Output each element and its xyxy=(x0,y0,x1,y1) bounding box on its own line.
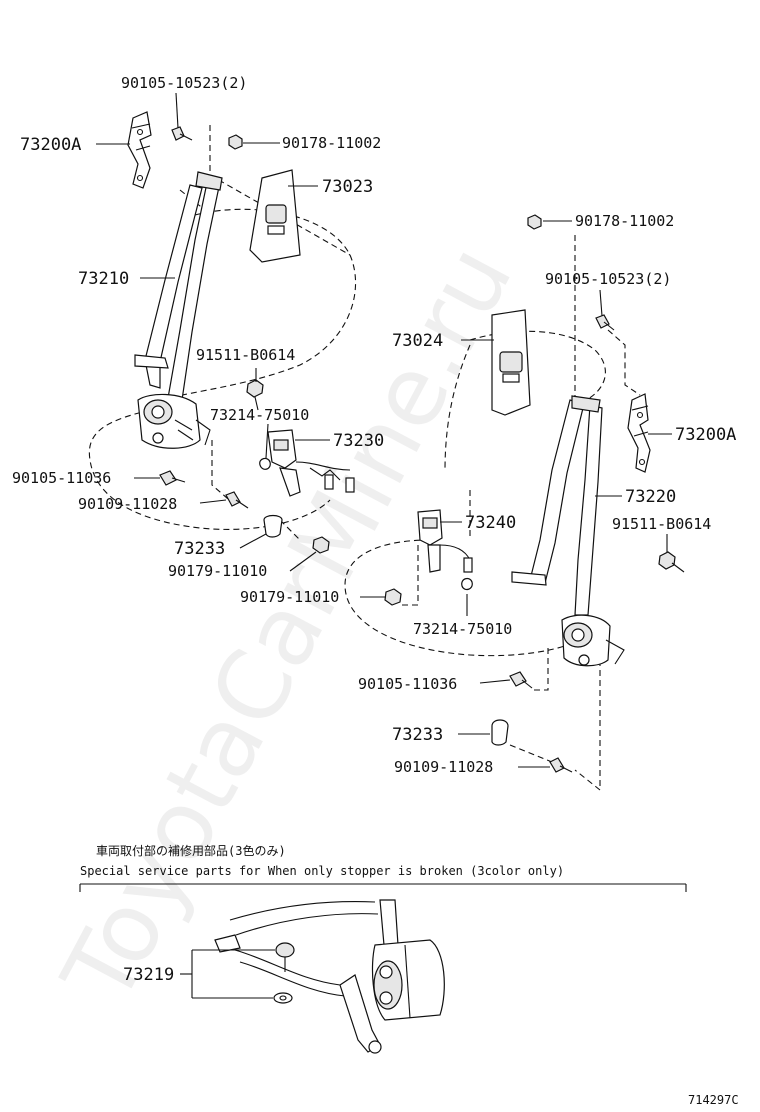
right-pillar-cover-73024[interactable] xyxy=(491,309,531,416)
right-bolt-90105-10523[interactable] xyxy=(595,314,615,331)
label-90179-11010-right: 90179-11010 xyxy=(240,588,339,606)
left-belt-assembly-73210[interactable] xyxy=(134,171,223,449)
label-73220: 73220 xyxy=(625,487,676,507)
right-washer-73214-75010[interactable] xyxy=(461,577,473,591)
label-73210: 73210 xyxy=(78,269,129,289)
left-nut-90178-11002[interactable] xyxy=(228,134,243,150)
label-73200A-right: 73200A xyxy=(675,425,736,445)
special-parts-note-english: Special service parts for When only stop… xyxy=(80,864,564,878)
special-parts-note-japanese: 車両取付部の補修用部品(3色のみ) xyxy=(96,843,286,858)
label-73240: 73240 xyxy=(465,513,516,533)
label-73219-leader xyxy=(180,949,275,999)
right-belt-assembly-73220[interactable] xyxy=(511,395,625,667)
label-90109-11028-right: 90109-11028 xyxy=(394,758,493,776)
label-90105-11036-right: 90105-11036 xyxy=(358,675,457,693)
special-parts-bracket xyxy=(79,883,687,892)
label-73024: 73024 xyxy=(392,331,443,351)
label-73233-right: 73233 xyxy=(392,725,443,745)
label-90109-11028-left: 90109-11028 xyxy=(78,495,177,513)
label-90105-10523-right: 90105-10523(2) xyxy=(545,270,671,288)
label-91511-B0614-right: 91511-B0614 xyxy=(612,515,711,533)
right-bolt-90109-11028[interactable] xyxy=(549,757,573,773)
right-anchor-adjuster-73200A[interactable] xyxy=(627,393,651,473)
label-90178-11002-right: 90178-11002 xyxy=(575,212,674,230)
left-bolt-90105-10523[interactable] xyxy=(171,126,193,141)
label-73214-75010-right: 73214-75010 xyxy=(413,620,512,638)
right-nut-90179-11010[interactable] xyxy=(384,588,402,606)
part-callouts: 90105-10523(2) 73200A 90178-11002 73023 … xyxy=(12,74,736,776)
label-91511-B0614-left: 91511-B0614 xyxy=(196,346,295,364)
label-90105-11036-left: 90105-11036 xyxy=(12,469,111,487)
right-bolt-90105-11036[interactable] xyxy=(509,671,533,689)
label-73200A-left: 73200A xyxy=(20,135,81,155)
left-bolt-90105-11036[interactable] xyxy=(159,470,186,486)
label-73023: 73023 xyxy=(322,177,373,197)
leader-lines xyxy=(96,92,672,768)
right-stopper-73233[interactable] xyxy=(491,719,509,746)
special-parts-detail-drawing[interactable] xyxy=(214,899,445,1054)
left-bolt-90109-11028[interactable] xyxy=(225,491,249,509)
left-buckle-73230[interactable] xyxy=(267,429,355,497)
right-buckle-73240[interactable] xyxy=(417,509,473,573)
label-90105-10523-left: 90105-10523(2) xyxy=(121,74,247,92)
left-pillar-cover-73023[interactable] xyxy=(249,169,301,263)
left-anchor-adjuster-73200A[interactable] xyxy=(127,111,152,189)
label-90179-11010-left: 90179-11010 xyxy=(168,562,267,580)
label-73230: 73230 xyxy=(333,431,384,451)
label-73233-left: 73233 xyxy=(174,539,225,559)
label-90178-11002-left: 90178-11002 xyxy=(282,134,381,152)
left-stopper-73233[interactable] xyxy=(263,514,283,538)
label-73214-75010-left: 73214-75010 xyxy=(210,406,309,424)
label-73219: 73219 xyxy=(123,965,174,985)
left-washer-73214-75010[interactable] xyxy=(259,457,271,470)
right-bolt-91511-B0614[interactable] xyxy=(658,551,685,573)
right-nut-90178-11002[interactable] xyxy=(527,214,542,230)
diagram-code: 714297C xyxy=(688,1093,739,1107)
left-nut-90179-11010[interactable] xyxy=(312,536,330,554)
